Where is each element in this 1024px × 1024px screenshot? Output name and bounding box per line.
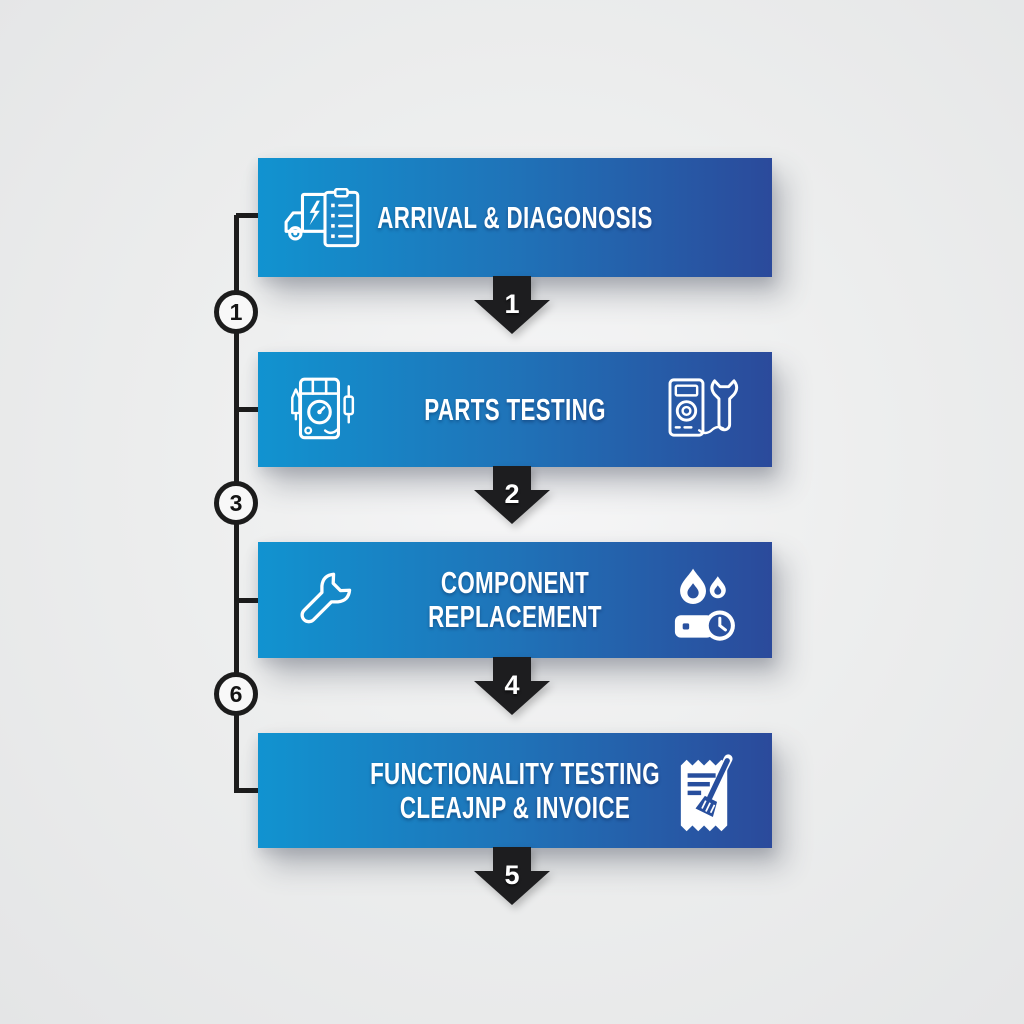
rail-stub-3 bbox=[236, 598, 259, 603]
step-title-line: COMPONENT bbox=[440, 565, 590, 600]
rail-circle-3: 3 bbox=[214, 481, 258, 525]
rail-circle-3-label: 3 bbox=[229, 489, 243, 516]
step-title-line: FUNCTIONALITY TESTING bbox=[370, 755, 660, 791]
rail-circle-1: 1 bbox=[214, 290, 258, 334]
step-title: COMPONENT REPLACEMENT bbox=[330, 542, 700, 658]
rail-stub-2 bbox=[236, 407, 259, 412]
arrow-shaft bbox=[493, 276, 531, 300]
step-title: FUNCTIONALITY TESTING CLEAJNP & INVOICE bbox=[330, 733, 700, 848]
arrow-number: 5 bbox=[504, 860, 520, 890]
arrow-head bbox=[474, 681, 550, 715]
wrench-icon bbox=[284, 564, 354, 634]
step-banner-parts-testing: PARTS TESTING bbox=[258, 352, 772, 467]
step-banner-arrival-diagnosis: ARRIVAL & DIAGONOSIS bbox=[258, 158, 772, 277]
rail-stub-4 bbox=[236, 788, 259, 793]
arrow-number: 2 bbox=[504, 479, 520, 509]
arrow-shaft bbox=[493, 847, 531, 871]
step-title-line: REPLACEMENT bbox=[428, 599, 602, 634]
step-title: PARTS TESTING bbox=[330, 352, 700, 467]
rail-circle-6-label: 6 bbox=[229, 680, 243, 707]
step-title-line: ARRIVAL & DIAGONOSIS bbox=[377, 199, 653, 235]
rail-circle-1-label: 1 bbox=[229, 298, 243, 325]
multimeter-wrench-icon bbox=[664, 376, 740, 440]
rail-stub-1 bbox=[236, 213, 259, 218]
arrow-head bbox=[474, 871, 550, 905]
step-title: ARRIVAL & DIAGONOSIS bbox=[330, 158, 700, 277]
multimeter-probes-icon bbox=[281, 374, 359, 446]
step-banner-component-replacement: COMPONENT REPLACEMENT bbox=[258, 542, 772, 658]
flames-timer-icon bbox=[674, 566, 738, 642]
receipt-broom-icon bbox=[674, 753, 736, 838]
step-banner-functionality-testing: FUNCTIONALITY TESTING CLEAJNP & INVOICE bbox=[258, 733, 772, 848]
arrow-number: 1 bbox=[504, 289, 520, 319]
arrow-number: 4 bbox=[504, 670, 520, 700]
arrow-head bbox=[474, 300, 550, 334]
step-title-line: CLEAJNP & INVOICE bbox=[399, 789, 631, 825]
arrow-head bbox=[474, 490, 550, 524]
step-title-line: PARTS TESTING bbox=[424, 391, 606, 427]
arrow-shaft bbox=[493, 466, 531, 490]
truck-clipboard-icon bbox=[282, 188, 368, 250]
arrow-shaft bbox=[493, 657, 531, 681]
rail-circle-6: 6 bbox=[214, 672, 258, 716]
